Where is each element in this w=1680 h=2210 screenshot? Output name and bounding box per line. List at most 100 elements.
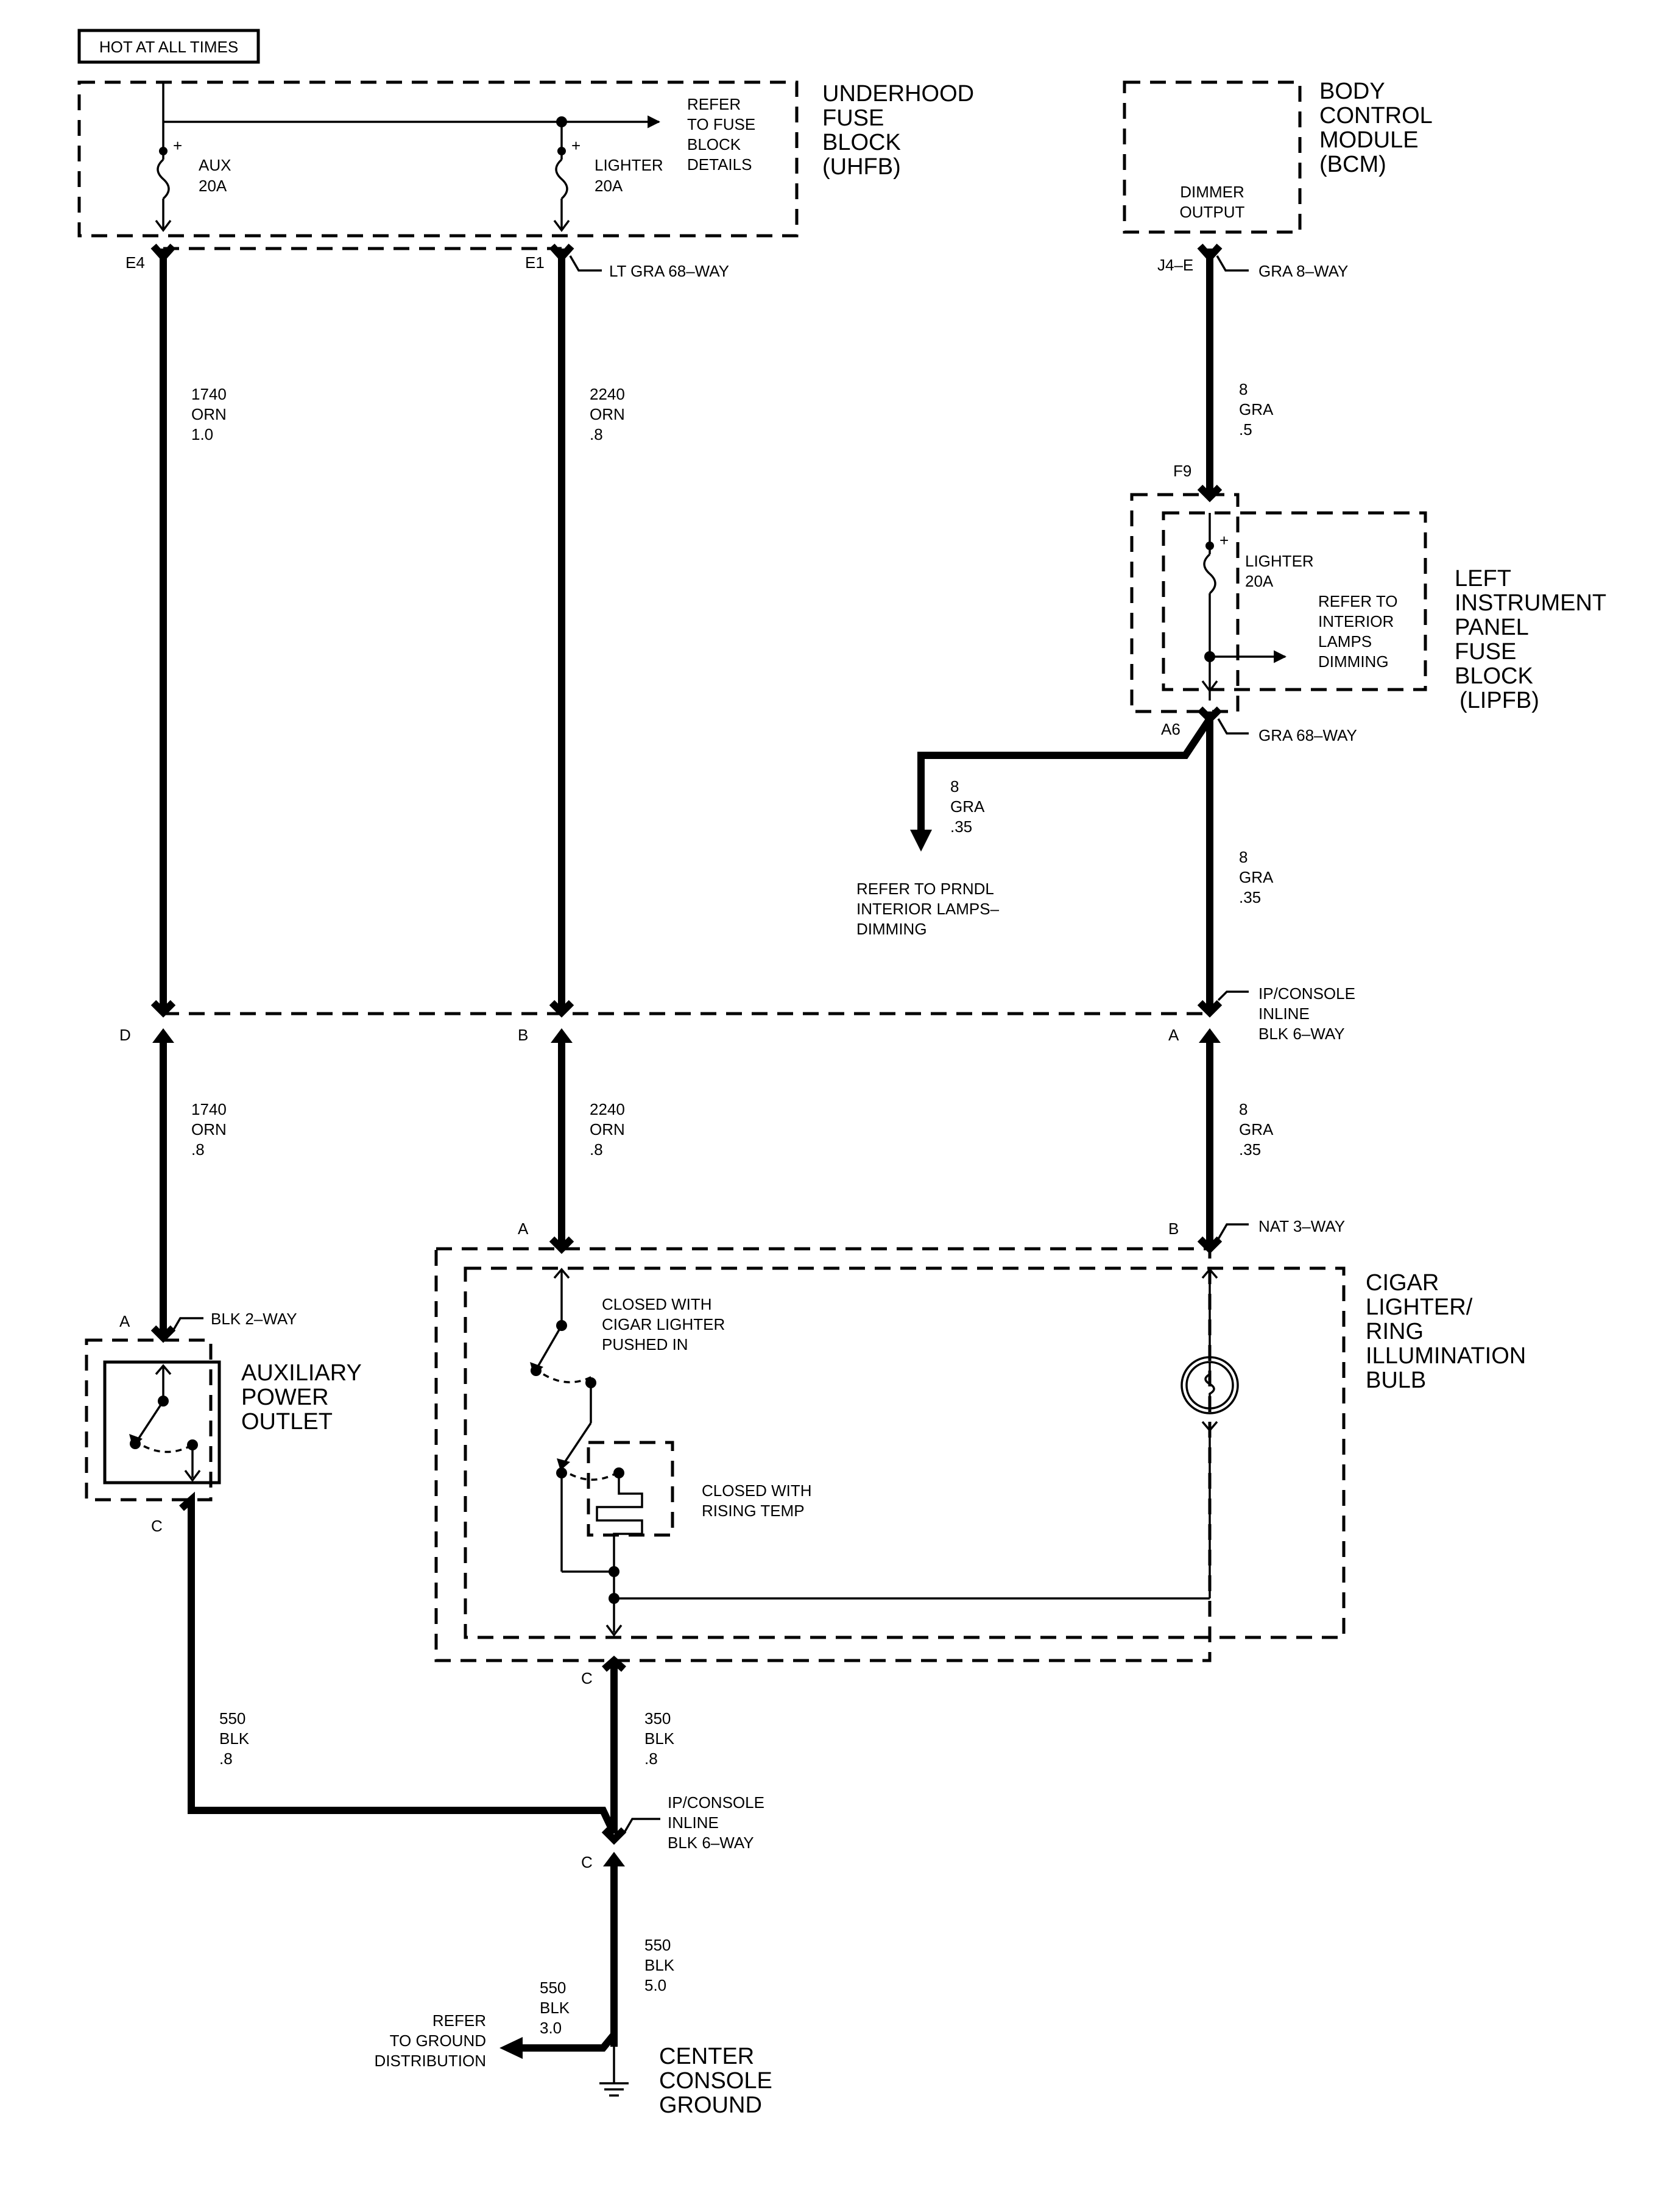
cigar-switch1-note: CLOSED WITH CIGAR LIGHTER PUSHED IN bbox=[602, 1295, 725, 1354]
svg-text:CIGAR LIGHTER: CIGAR LIGHTER bbox=[602, 1315, 725, 1333]
svg-text:POWER: POWER bbox=[241, 1385, 329, 1410]
svg-text:TO GROUND: TO GROUND bbox=[390, 2032, 486, 2050]
hot-at-all-times-badge: HOT AT ALL TIMES bbox=[77, 29, 260, 64]
wire-1740-bot-label: 1740 ORN .8 bbox=[191, 1100, 227, 1159]
svg-text:IP/CONSOLE: IP/CONSOLE bbox=[1258, 984, 1355, 1003]
wire-8-prndl-label: 8 GRA .35 bbox=[950, 777, 985, 836]
svg-text:DISTRIBUTION: DISTRIBUTION bbox=[375, 2052, 486, 2070]
cigar-lighter-assembly: CLOSED WITH CIGAR LIGHTER PUSHED IN CLOS… bbox=[434, 1247, 1526, 1662]
svg-text:.5: .5 bbox=[1239, 420, 1252, 439]
svg-text:LIGHTER/: LIGHTER/ bbox=[1366, 1294, 1473, 1320]
ground-symbol bbox=[599, 2047, 629, 2097]
pin-e1: E1 bbox=[525, 253, 545, 272]
wire-1740-bot bbox=[150, 1028, 176, 1343]
aux-fuse-rating: 20A bbox=[199, 177, 227, 195]
svg-text:CLOSED WITH: CLOSED WITH bbox=[702, 1481, 812, 1500]
svg-text:GRA: GRA bbox=[1239, 400, 1274, 418]
pin-e4: E4 bbox=[125, 253, 145, 272]
underhood-fuse-block: + AUX 20A + LIGHTER 20A REFER TO FUSE BL… bbox=[77, 80, 974, 238]
svg-text:INTERIOR: INTERIOR bbox=[1318, 612, 1394, 630]
wire-550-main bbox=[603, 1852, 625, 2047]
svg-text:GRA: GRA bbox=[1239, 1120, 1274, 1139]
wire-2240-bot-label: 2240 ORN .8 bbox=[590, 1100, 625, 1159]
svg-text:.8: .8 bbox=[191, 1140, 205, 1159]
pin-d: D bbox=[119, 1026, 131, 1044]
ground-refer-note: REFER TO GROUND DISTRIBUTION bbox=[375, 2011, 486, 2070]
svg-text:8: 8 bbox=[1239, 848, 1248, 866]
svg-text:PANEL: PANEL bbox=[1455, 615, 1529, 640]
svg-text:UNDERHOOD: UNDERHOOD bbox=[822, 81, 974, 107]
lighter-fuse-symbol: + bbox=[553, 122, 581, 232]
svg-text:8: 8 bbox=[1239, 1100, 1248, 1118]
ip-console-inline-2-label: IP/CONSOLE INLINE BLK 6–WAY bbox=[668, 1793, 764, 1852]
prndl-refer-note: REFER TO PRNDL INTERIOR LAMPS– DIMMING bbox=[856, 880, 1000, 938]
svg-text:LEFT: LEFT bbox=[1455, 566, 1511, 591]
wire-550-main-label: 550 BLK 5.0 bbox=[644, 1936, 675, 1994]
body-control-module: DIMMER OUTPUT BODY CONTROL MODULE (BCM) bbox=[1123, 79, 1433, 234]
lipfb-title: LEFT INSTRUMENT PANEL FUSE BLOCK (LIPFB) bbox=[1455, 566, 1606, 713]
cigar-switch2-note: CLOSED WITH RISING TEMP bbox=[702, 1481, 812, 1520]
svg-text:ORN: ORN bbox=[191, 405, 227, 423]
svg-text:ORN: ORN bbox=[191, 1120, 227, 1139]
wire-8-prndl-branch bbox=[910, 716, 1213, 852]
svg-text:1740: 1740 bbox=[191, 1100, 227, 1118]
cigar-pin-b: B bbox=[1168, 1220, 1179, 1238]
svg-text:CIGAR: CIGAR bbox=[1366, 1270, 1439, 1296]
lighter-fuse-rating: 20A bbox=[595, 177, 623, 195]
wire-1740-top bbox=[150, 244, 176, 1018]
svg-text:IP/CONSOLE: IP/CONSOLE bbox=[668, 1793, 764, 1812]
svg-text:BLK: BLK bbox=[219, 1729, 250, 1748]
svg-text:8: 8 bbox=[950, 777, 959, 796]
svg-text:(UHFB): (UHFB) bbox=[822, 154, 901, 180]
left-instrument-panel-fuse-block: + LIGHTER 20A REFER TO INTERIOR LAMPS DI… bbox=[1130, 493, 1606, 713]
wire-8-bcm-label: 8 GRA .5 bbox=[1239, 380, 1274, 439]
aux-fuse-label: AUX bbox=[199, 156, 231, 174]
svg-text:PUSHED IN: PUSHED IN bbox=[602, 1335, 688, 1354]
svg-text:BLK: BLK bbox=[540, 1999, 570, 2017]
wire-1740-top-label: 1740 ORN 1.0 bbox=[191, 385, 227, 443]
svg-text:.35: .35 bbox=[950, 817, 972, 836]
svg-text:INTERIOR LAMPS–: INTERIOR LAMPS– bbox=[856, 900, 1000, 918]
svg-text:AUXILIARY: AUXILIARY bbox=[241, 1360, 362, 1386]
svg-text:.8: .8 bbox=[644, 1749, 658, 1768]
svg-text:GROUND: GROUND bbox=[659, 2092, 762, 2118]
svg-text:TO FUSE: TO FUSE bbox=[687, 115, 755, 133]
lipfb-connector-label: GRA 68–WAY bbox=[1258, 726, 1357, 744]
wire-8-lipfb bbox=[1197, 706, 1223, 1018]
svg-text:BLOCK: BLOCK bbox=[822, 130, 901, 155]
svg-text:GRA: GRA bbox=[1239, 868, 1274, 886]
svg-text:INSTRUMENT: INSTRUMENT bbox=[1455, 590, 1606, 616]
svg-text:550: 550 bbox=[644, 1936, 671, 1954]
svg-text:CLOSED WITH: CLOSED WITH bbox=[602, 1295, 712, 1313]
svg-text:REFER: REFER bbox=[687, 95, 741, 113]
svg-text:INLINE: INLINE bbox=[668, 1813, 719, 1832]
svg-text:(LIPFB): (LIPFB) bbox=[1459, 688, 1539, 713]
bcm-title: BODY CONTROL MODULE (BCM) bbox=[1319, 79, 1433, 177]
wire-2240-top bbox=[549, 244, 574, 1018]
ip-console-inline-1-label: IP/CONSOLE INLINE BLK 6–WAY bbox=[1258, 984, 1355, 1043]
svg-text:RISING TEMP: RISING TEMP bbox=[702, 1502, 805, 1520]
svg-text:1740: 1740 bbox=[191, 385, 227, 403]
svg-text:+: + bbox=[173, 136, 182, 155]
pin-a6: A6 bbox=[1161, 720, 1181, 738]
svg-text:ILLUMINATION: ILLUMINATION bbox=[1366, 1343, 1526, 1369]
svg-text:1.0: 1.0 bbox=[191, 425, 213, 443]
svg-text:INLINE: INLINE bbox=[1258, 1004, 1310, 1023]
uhfb-title: UNDERHOOD FUSE BLOCK (UHFB) bbox=[822, 81, 974, 180]
cigar-pin-c: C bbox=[581, 1669, 593, 1687]
wire-2240-bot bbox=[549, 1028, 574, 1254]
svg-text:BLK 6–WAY: BLK 6–WAY bbox=[668, 1834, 754, 1852]
illumination-bulb-symbol bbox=[1181, 1356, 1239, 1414]
svg-text:2240: 2240 bbox=[590, 1100, 625, 1118]
svg-text:.35: .35 bbox=[1239, 888, 1261, 906]
svg-text:DIMMING: DIMMING bbox=[1318, 652, 1389, 671]
lighter-fuse-label: LIGHTER bbox=[595, 156, 663, 174]
svg-text:BLK: BLK bbox=[644, 1729, 675, 1748]
aux-pin-c: C bbox=[151, 1517, 163, 1535]
wire-8-bot bbox=[1197, 1028, 1223, 1254]
svg-text:REFER TO PRNDL: REFER TO PRNDL bbox=[856, 880, 994, 898]
svg-text:BLK: BLK bbox=[644, 1956, 675, 1974]
svg-text:.35: .35 bbox=[1239, 1140, 1261, 1159]
svg-text:550: 550 bbox=[540, 1979, 566, 1997]
svg-text:REFER TO: REFER TO bbox=[1318, 592, 1398, 610]
